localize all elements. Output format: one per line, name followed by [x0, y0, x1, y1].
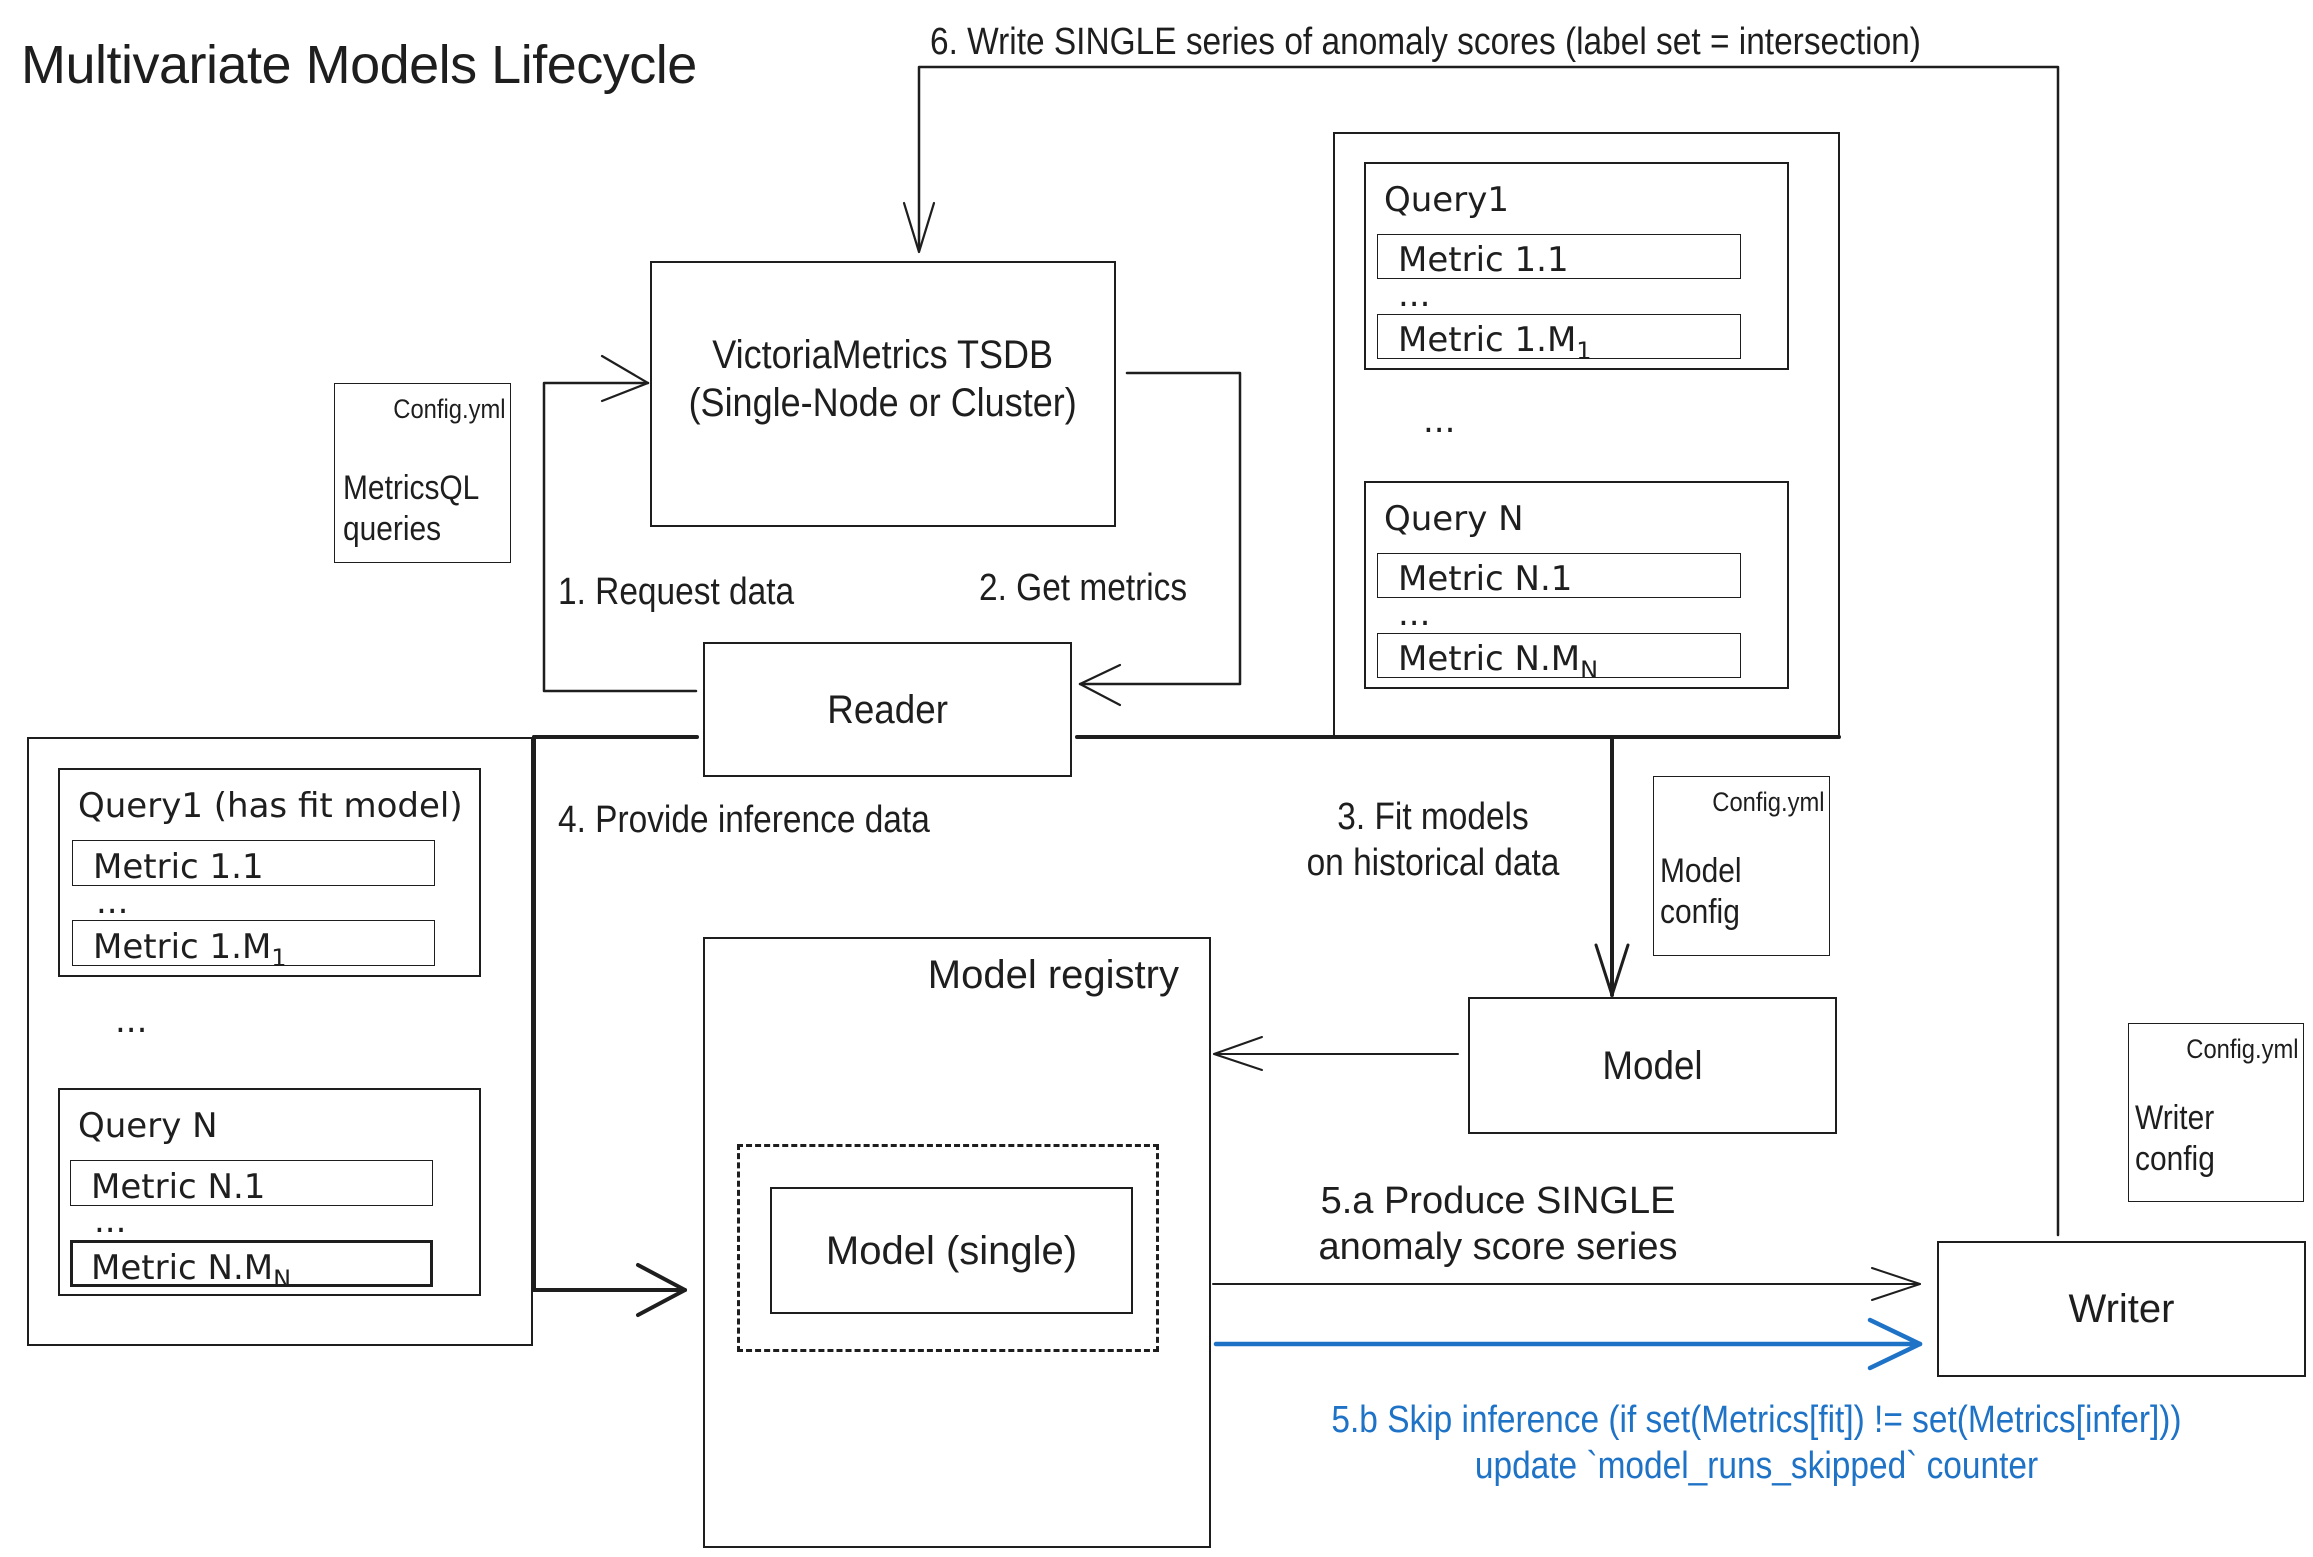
config-file-name: Config.yml	[1712, 787, 1825, 817]
metric-name: Metric N.MN	[91, 1248, 292, 1293]
config-line: Model	[1660, 852, 1742, 890]
historical-data-panel: Query1 Metric 1.1 ... Metric 1.M1 ... Qu…	[1333, 132, 1840, 738]
step5a-label-line2: anomaly score series	[1318, 1226, 1678, 1269]
step3-label: 3. Fit models on historical data	[1233, 795, 1633, 886]
metric-item: Metric 1.1	[1377, 234, 1741, 279]
diagram-title: Multivariate Models Lifecycle	[21, 35, 697, 95]
query-title: Query1 (has fit model)	[78, 786, 463, 826]
reader-node[interactable]: Reader	[703, 642, 1072, 777]
config-line: queries	[343, 509, 442, 548]
config-file-body: Model config	[1660, 851, 1741, 933]
metric-item: Metric N.MN	[1377, 633, 1741, 682]
model-registry[interactable]: Model registry Model (single)	[703, 937, 1211, 1548]
writer-config-file[interactable]: Config.yml Writer config	[2128, 1023, 2304, 1202]
historical-query-n: Query N Metric N.1 ... Metric N.MN	[1364, 481, 1789, 689]
query-ellipsis: ...	[115, 1001, 148, 1041]
query-title: Query1	[1384, 180, 1509, 220]
query-title: Query N	[78, 1106, 218, 1146]
arrow-step5a-produce-scores	[1212, 1267, 1921, 1301]
metric-name: Metric 1.1	[1398, 240, 1569, 280]
step1-label: 1. Request data	[558, 571, 795, 613]
config-line: Writer	[2135, 1099, 2215, 1137]
model-single-label: Model (single)	[825, 1228, 1078, 1273]
metric-item: Metric N.MN	[70, 1240, 433, 1291]
arrow-model-to-registry	[1213, 1036, 1459, 1071]
metric-ellipsis: ...	[1398, 594, 1431, 634]
query-ellipsis: ...	[1423, 401, 1456, 441]
reader-config-file[interactable]: Config.yml MetricsQL queries	[334, 383, 511, 563]
metric-ellipsis: ...	[94, 1201, 127, 1241]
model-slot-dashed: Model (single)	[737, 1144, 1159, 1352]
metric-name: Metric N.1	[1398, 559, 1573, 599]
model-registry-label: Model registry	[927, 953, 1179, 997]
model-node[interactable]: Model	[1468, 997, 1837, 1134]
config-line: config	[2135, 1139, 2215, 1178]
config-file-name: Config.yml	[393, 394, 506, 424]
step4-label: 4. Provide inference data	[558, 799, 930, 841]
step5b-label-line2: update `model_runs_skipped` counter	[1474, 1444, 2039, 1487]
step2-label: 2. Get metrics	[979, 567, 1188, 609]
step6-label: 6. Write SINGLE series of anomaly scores…	[930, 21, 1921, 63]
metric-name: Metric 1.1	[93, 847, 264, 887]
tsdb-node-label-line2: (Single-Node or Cluster)	[688, 381, 1078, 425]
writer-node-label: Writer	[2068, 1287, 2175, 1331]
metric-name: Metric N.1	[91, 1167, 266, 1207]
tsdb-node-label-line1: VictoriaMetrics TSDB	[712, 333, 1054, 377]
config-line: config	[1660, 892, 1740, 931]
metric-name: Metric 1.M1	[1398, 320, 1592, 365]
step5b-label: 5.b Skip inference (if set(Metrics[fit])…	[1200, 1398, 2313, 1489]
metric-item: Metric 1.M1	[1377, 314, 1741, 363]
metric-name: Metric 1.M1	[93, 927, 287, 972]
model-single-node[interactable]: Model (single)	[770, 1187, 1133, 1314]
inference-query-1: Query1 (has fit model) Metric 1.1 ... Me…	[58, 768, 481, 977]
metric-item: Metric 1.1	[72, 840, 435, 886]
config-line: MetricsQL	[343, 469, 480, 507]
model-node-label: Model	[1602, 1043, 1703, 1088]
historical-query-1: Query1 Metric 1.1 ... Metric 1.M1	[1364, 162, 1789, 370]
inference-query-n: Query N Metric N.1 ... Metric N.MN	[58, 1088, 481, 1296]
arrow-step5b-skip-inference	[1213, 1317, 1923, 1371]
config-file-body: MetricsQL queries	[343, 468, 479, 550]
metric-item: Metric N.1	[1377, 553, 1741, 598]
reader-node-label: Reader	[827, 687, 948, 732]
step3-label-line1: 3. Fit models	[1337, 796, 1529, 838]
metric-name: Metric N.MN	[1398, 639, 1599, 684]
step5a-label-line1: 5.a Produce SINGLE	[1320, 1180, 1676, 1222]
model-config-file[interactable]: Config.yml Model config	[1653, 776, 1830, 956]
metric-item: Metric 1.M1	[72, 920, 435, 970]
metric-ellipsis: ...	[1398, 275, 1431, 315]
tsdb-node[interactable]: VictoriaMetrics TSDB (Single-Node or Clu…	[650, 261, 1116, 527]
config-file-name: Config.yml	[2186, 1034, 2299, 1064]
writer-node[interactable]: Writer	[1937, 1241, 2306, 1377]
step5a-label: 5.a Produce SINGLE anomaly score series	[1248, 1178, 1748, 1271]
step3-label-line2: on historical data	[1306, 841, 1560, 884]
step5b-label-line1: 5.b Skip inference (if set(Metrics[fit])…	[1331, 1399, 2182, 1441]
metric-item: Metric N.1	[70, 1160, 433, 1206]
tsdb-node-label: VictoriaMetrics TSDB (Single-Node or Clu…	[689, 331, 1077, 427]
metric-ellipsis: ...	[96, 882, 129, 922]
query-title: Query N	[1384, 499, 1524, 539]
inference-data-panel: Query1 (has fit model) Metric 1.1 ... Me…	[27, 737, 533, 1346]
config-file-body: Writer config	[2135, 1098, 2215, 1180]
